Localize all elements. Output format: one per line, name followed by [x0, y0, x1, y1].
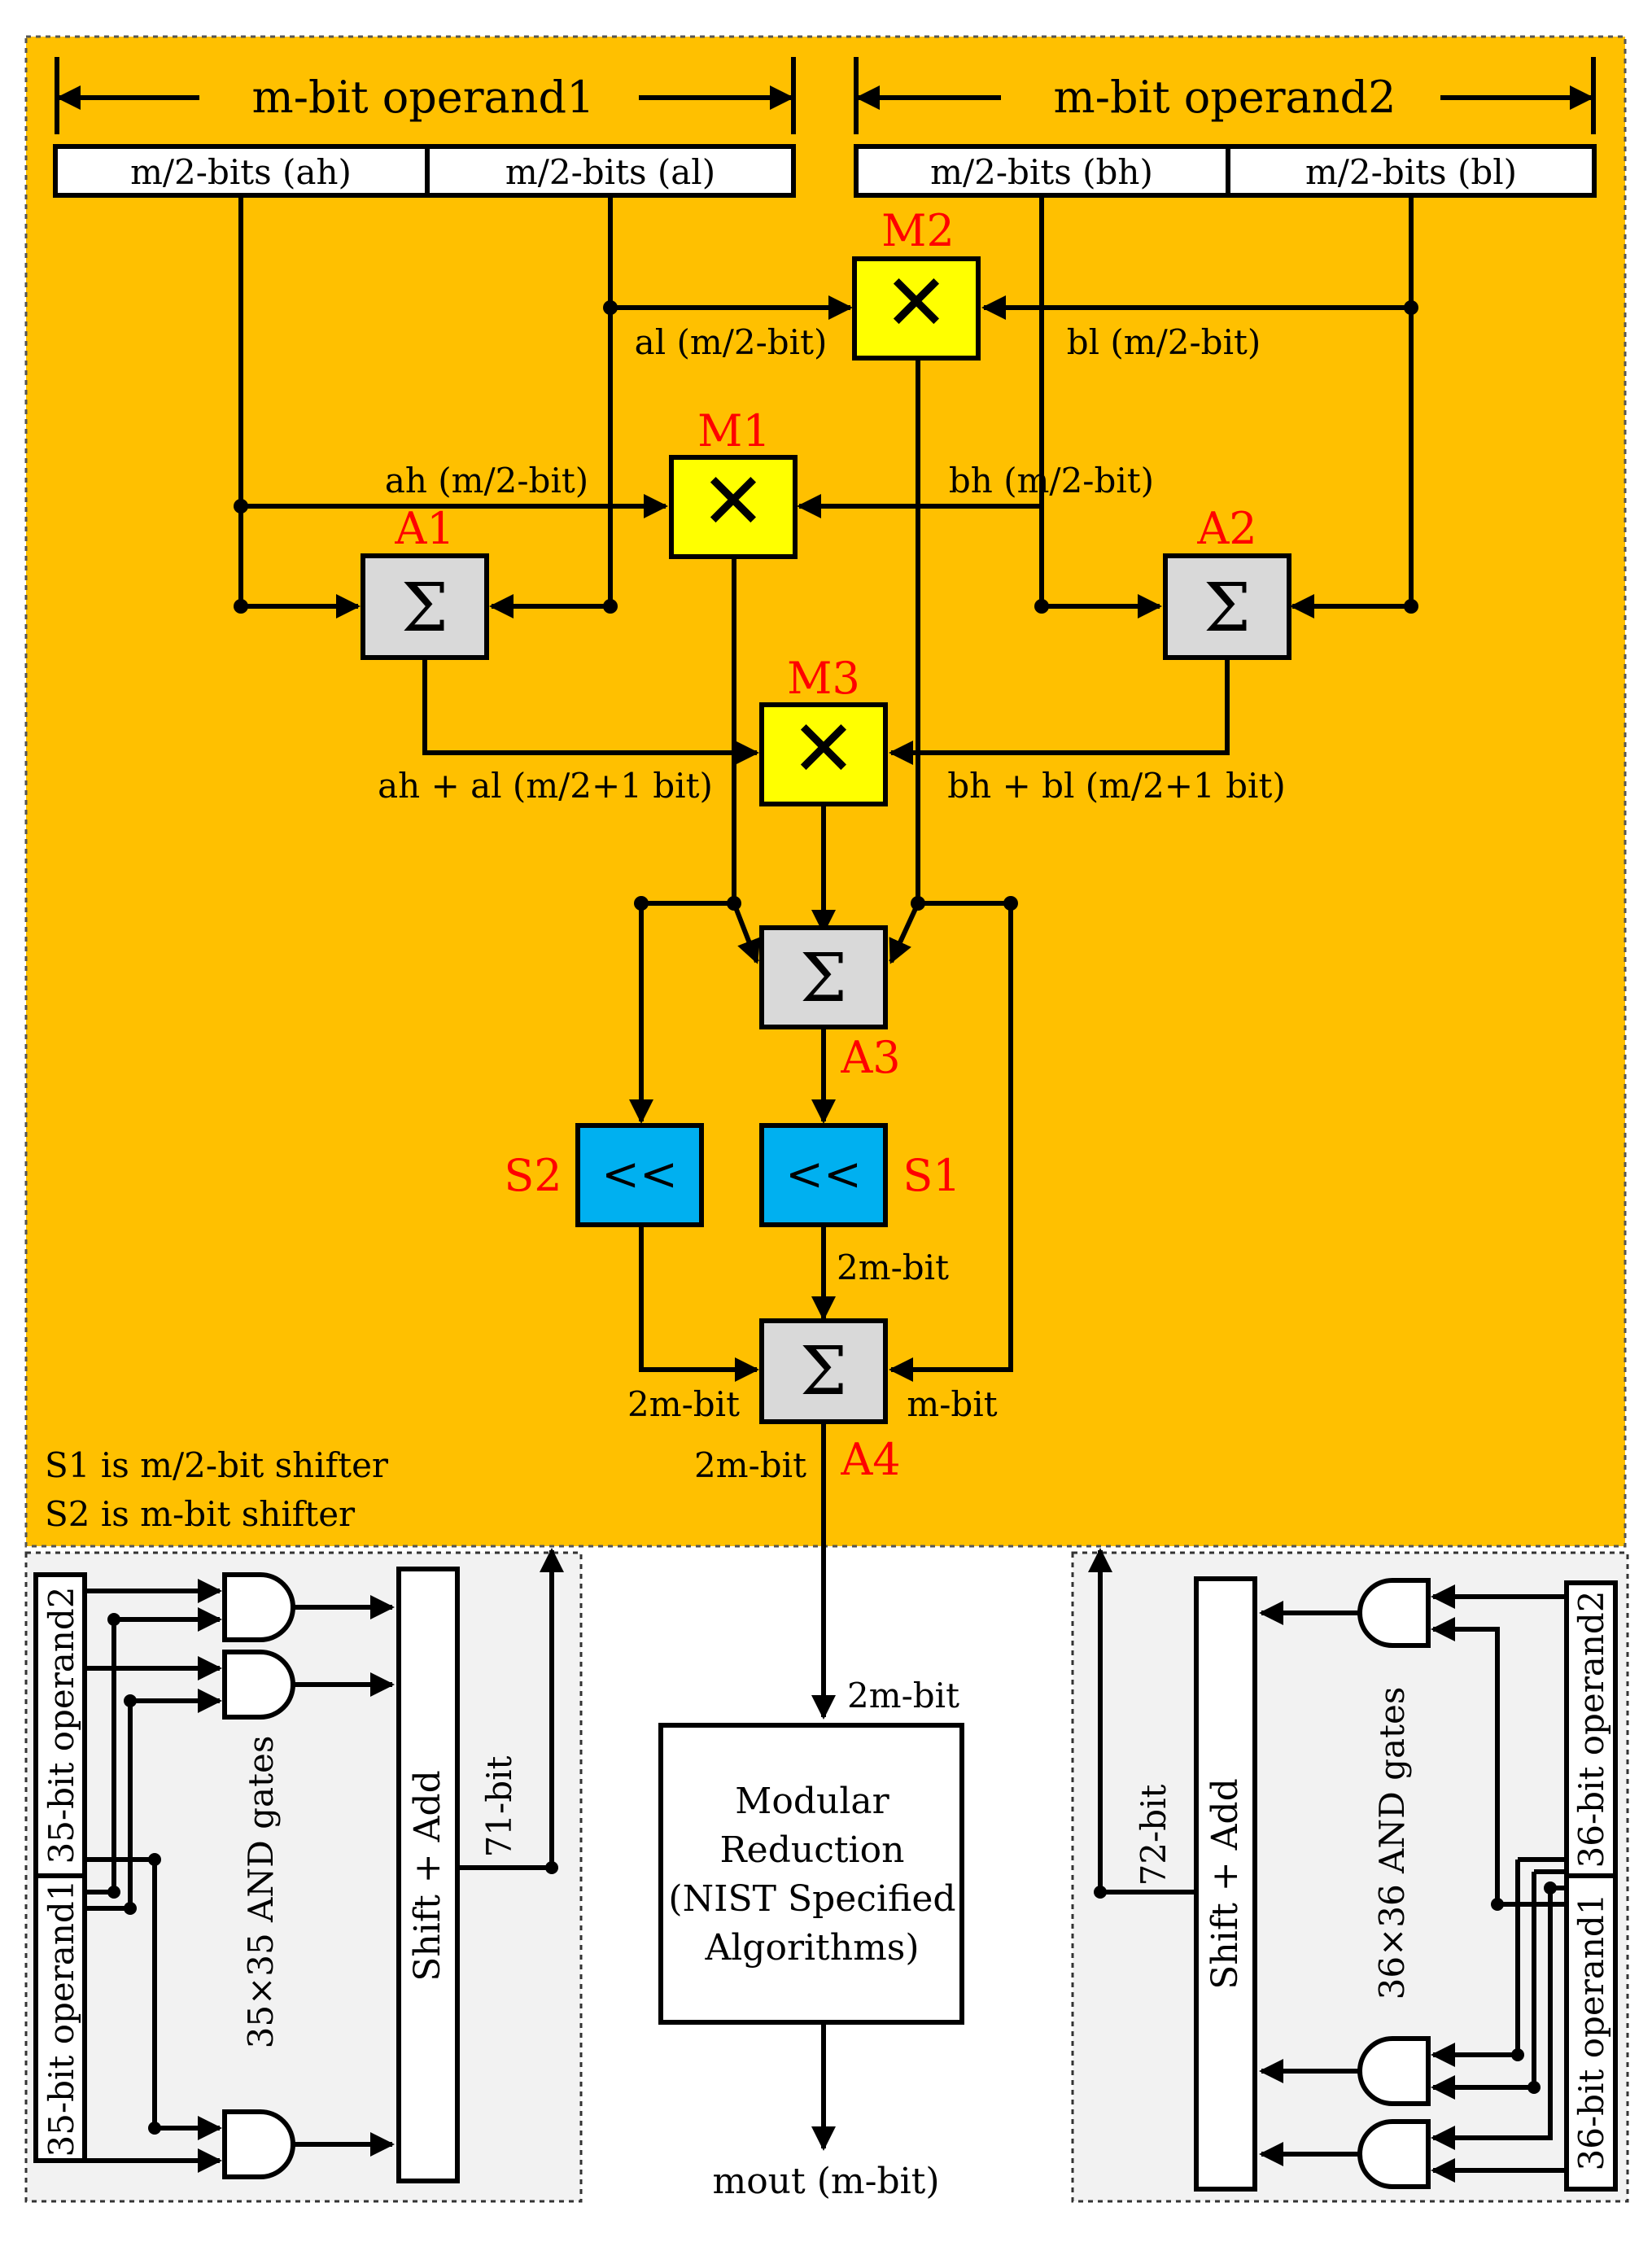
- wire-label-sum-b: bh + bl (m/2+1 bit): [947, 766, 1285, 806]
- label-s1: S1: [902, 1150, 960, 1201]
- field-ah-label: m/2-bits (ah): [130, 152, 352, 192]
- label-a3: A3: [840, 1032, 900, 1083]
- label-s2: S2: [504, 1150, 562, 1201]
- wire-label-a4-out: 2m-bit: [694, 1445, 806, 1485]
- sum-icon: Σ: [1204, 570, 1251, 647]
- right-operand1-label: 36-bit operand1: [1571, 1894, 1611, 2171]
- left-width-label: 71-bit: [479, 1755, 519, 1857]
- reduction-input-label: 2m-bit: [847, 1676, 959, 1715]
- left-operand2-label: 35-bit operand2: [42, 1587, 81, 1864]
- right-shift-add-block: [1194, 1576, 1257, 2192]
- wire-label-bl: bl (m/2-bit): [1067, 322, 1261, 362]
- right-operand1-box: [1564, 1873, 1618, 2192]
- right-unit: 36-bit operand2 36-bit operand1 36×36 AN…: [1088, 1548, 1618, 2192]
- wire-label-s2-out: 2m-bit: [627, 1384, 740, 1424]
- shift-icon: <<: [601, 1148, 678, 1201]
- shift-icon: <<: [785, 1148, 862, 1201]
- reduction-line-2: Reduction: [720, 1829, 905, 1871]
- label-m2: M2: [881, 205, 955, 256]
- shifter-s2: <<: [575, 1123, 704, 1227]
- reduction-line-3: (NIST Specified: [668, 1878, 955, 1920]
- and-gate-icon: [1357, 1578, 1431, 1648]
- junction-dots: [234, 300, 1418, 911]
- right-shift-add-label: Shift + Add: [1204, 1778, 1246, 1989]
- left-multiplier-panel: [24, 1551, 583, 2203]
- multiplier-m1: ✕: [669, 455, 798, 559]
- operand2-span: [854, 57, 1596, 134]
- left-operand2-box: [33, 1572, 87, 1878]
- wire-label-ah: ah (m/2-bit): [385, 461, 588, 500]
- sum-icon: Σ: [401, 570, 448, 647]
- right-width-label: 72-bit: [1134, 1784, 1173, 1886]
- right-operand2-box: [1564, 1580, 1618, 1878]
- mult-icon: ✕: [701, 456, 766, 547]
- operand2-title: m-bit operand2: [1054, 72, 1396, 123]
- wire-label-m: m-bit: [907, 1384, 997, 1424]
- multiplier-m3: ✕: [759, 702, 888, 806]
- field-bl-label: m/2-bits (bl): [1305, 152, 1517, 192]
- right-operand2-label: 36-bit operand2: [1571, 1591, 1611, 1868]
- label-a2: A2: [1196, 503, 1256, 554]
- note-s1: S1 is m/2-bit shifter: [45, 1445, 389, 1485]
- label-a1: A1: [394, 503, 454, 554]
- adder-a1: Σ: [361, 553, 489, 660]
- left-unit: 35-bit operand2 35-bit operand1 35×35 AN…: [33, 1548, 564, 2183]
- and-gate-icon: [1357, 2036, 1431, 2106]
- sum-icon: Σ: [800, 1333, 847, 1410]
- shifter-s1: <<: [759, 1123, 888, 1227]
- wire-label-bh: bh (m/2-bit): [949, 461, 1154, 500]
- mult-icon: ✕: [791, 703, 856, 794]
- left-shift-add-block: [396, 1567, 460, 2183]
- adder-a3: Σ: [759, 925, 888, 1029]
- adder-a4: Σ: [759, 1318, 888, 1424]
- left-operand1-label: 35-bit operand1: [42, 1880, 81, 2157]
- field-al-label: m/2-bits (al): [505, 152, 715, 192]
- left-gates-label: 35×35 AND gates: [241, 1736, 281, 2049]
- label-a4: A4: [840, 1434, 900, 1485]
- wire-label-s1-out: 2m-bit: [837, 1248, 949, 1287]
- left-shift-add-label: Shift + Add: [407, 1770, 448, 1981]
- note-s2: S2 is m-bit shifter: [45, 1494, 356, 1534]
- karatsuba-wires: [238, 195, 1414, 2151]
- field-bl: [1226, 144, 1597, 198]
- and-gate-icon: [222, 1572, 295, 1642]
- multiplier-m2: ✕: [852, 256, 981, 361]
- reduction-line-4: Algorithms): [704, 1927, 919, 1969]
- reduction-line-1: Modular: [735, 1781, 889, 1822]
- label-m3: M3: [787, 653, 860, 704]
- and-gate-icon: [222, 2109, 295, 2179]
- and-gate-icon: [222, 1650, 295, 1720]
- operand1-span: [55, 57, 796, 134]
- and-gate-icon: [1357, 2119, 1431, 2189]
- wire-label-al: al (m/2-bit): [635, 322, 828, 362]
- mult-icon: ✕: [884, 257, 949, 348]
- output-label: mout (m-bit): [712, 2161, 939, 2202]
- wire-label-sum-a: ah + al (m/2+1 bit): [378, 766, 713, 806]
- sum-icon: Σ: [800, 940, 847, 1017]
- modular-reduction-block: [658, 1723, 964, 2025]
- label-m1: M1: [697, 405, 771, 457]
- right-gates-label: 36×36 AND gates: [1372, 1687, 1412, 2000]
- operand1-title: m-bit operand1: [252, 72, 595, 123]
- left-operand1-box: [33, 1873, 87, 2163]
- adder-a2: Σ: [1163, 553, 1291, 660]
- field-bh-label: m/2-bits (bh): [930, 152, 1153, 192]
